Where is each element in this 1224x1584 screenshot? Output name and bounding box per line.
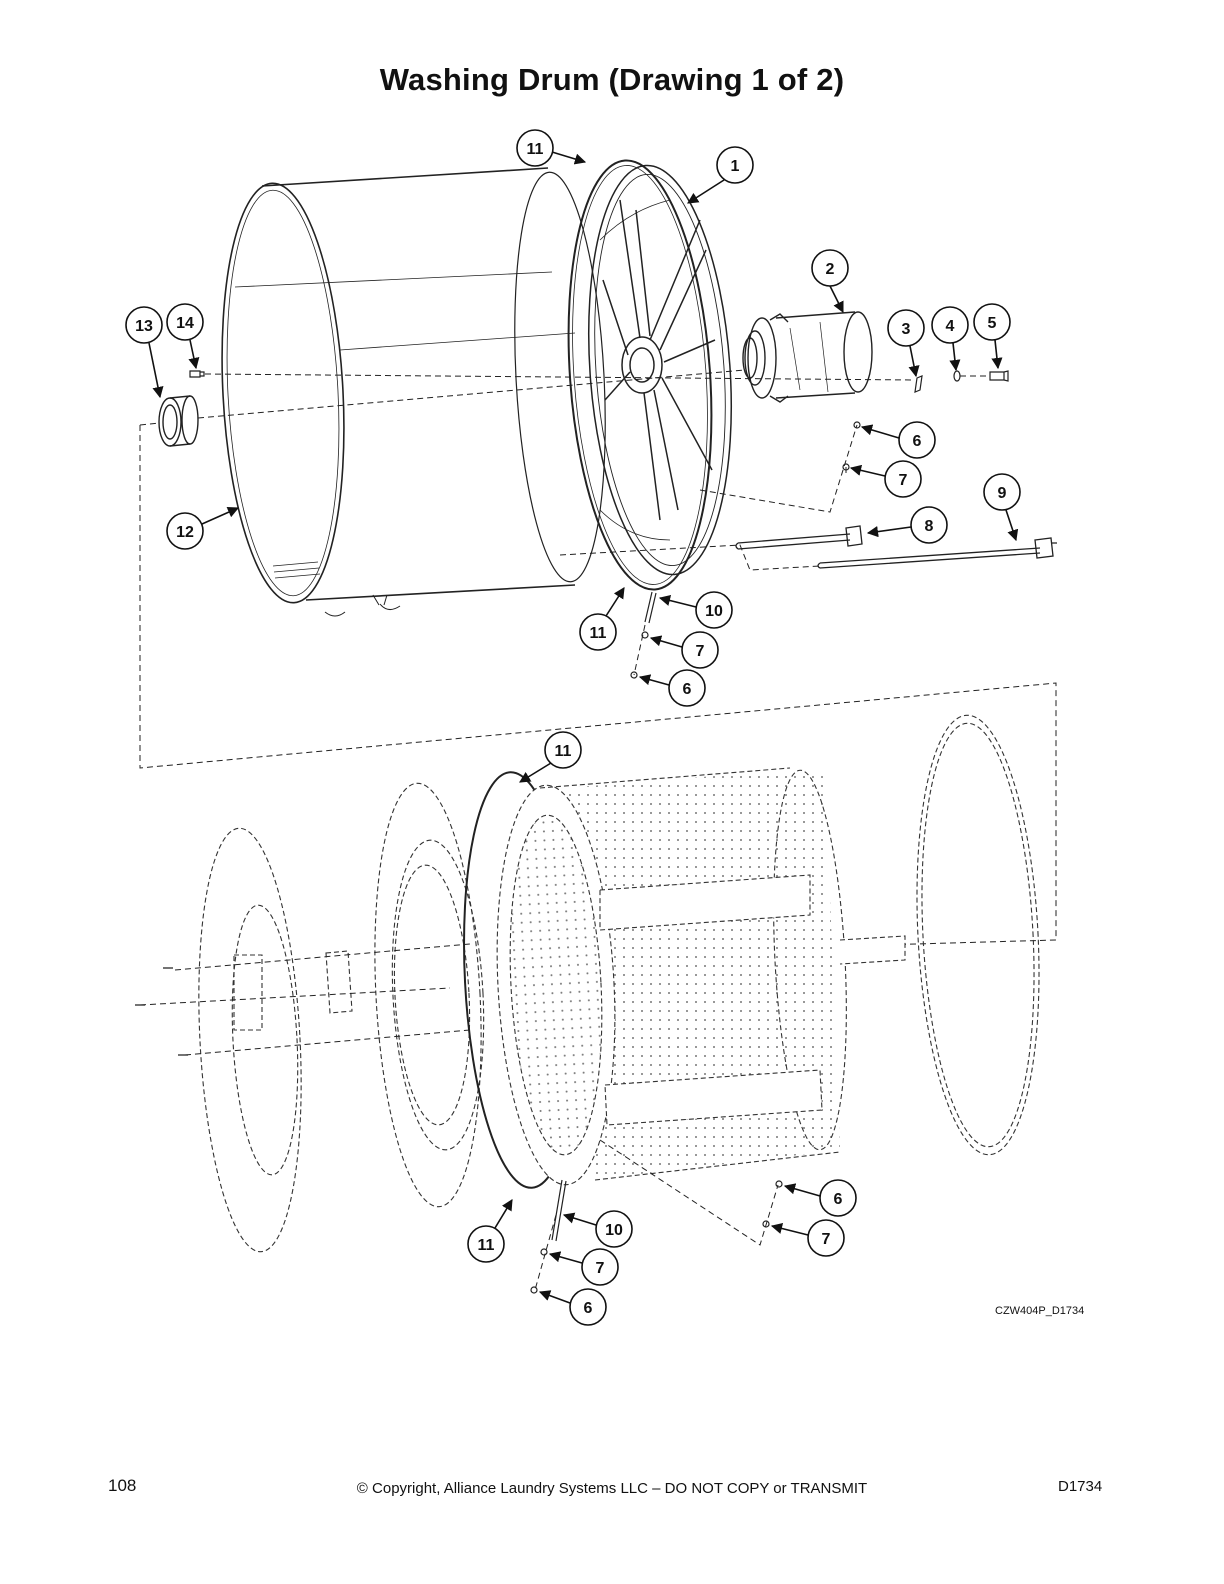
callout-7-d [548, 1248, 619, 1286]
outer-tub-shell [221, 167, 606, 617]
callout-label: 14 [176, 315, 194, 332]
hose-fitting [158, 395, 199, 447]
drawing-code: CZW404P_D1734 [995, 1305, 1085, 1317]
callout-label: 2 [826, 261, 835, 278]
callout-label: 6 [913, 433, 922, 450]
tub-rear-panel [587, 164, 733, 576]
callout-10-b [562, 1210, 633, 1248]
callout-2 [811, 249, 849, 314]
callout-label: 8 [925, 518, 934, 535]
front-cover-plate [198, 827, 353, 1253]
copyright-notice: © Copyright, Alliance Laundry Systems LL… [356, 1480, 868, 1497]
callout-label: 7 [596, 1260, 605, 1277]
callout-14 [166, 303, 204, 370]
callout-label: 11 [555, 743, 572, 760]
tie-rod-upper [644, 591, 657, 624]
perforated-basket [496, 767, 906, 1186]
assembly-lines-lower [139, 943, 779, 1291]
callout-13 [125, 306, 164, 399]
assembly-lines-upper [139, 369, 1057, 946]
callout-1 [687, 146, 754, 204]
callout-label: 10 [705, 603, 723, 620]
basket-rear-ring [916, 714, 1040, 1156]
front-tub-panel [374, 782, 485, 1208]
callout-12 [166, 506, 240, 550]
callout-6-a [860, 421, 936, 459]
callout-label: 9 [998, 485, 1007, 502]
callout-label: 11 [590, 625, 607, 642]
heating-elements [735, 525, 1057, 569]
callout-11-d [467, 1199, 513, 1263]
callout-labels: 11 1 2 13 14 3 4 5 6 7 9 12 8 10 11 7 6 … [135, 141, 1006, 1317]
page-title: Washing Drum (Drawing 1 of 2) [379, 62, 845, 97]
callouts [125, 129, 1021, 1326]
document-code: D1734 [1058, 1478, 1103, 1495]
callout-5 [973, 303, 1011, 370]
callout-label: 6 [834, 1191, 843, 1208]
callout-3 [887, 309, 925, 378]
callout-label: 6 [683, 681, 692, 698]
callout-7-a [849, 460, 922, 498]
callout-7-c [770, 1219, 845, 1257]
callout-6-d [538, 1288, 607, 1326]
gasket-ring-upper [567, 159, 713, 591]
callout-label: 4 [946, 318, 955, 335]
callout-6-b [638, 669, 706, 707]
callout-label: 5 [988, 315, 997, 332]
callout-11-b [579, 587, 625, 651]
callout-10-a [658, 591, 733, 629]
callout-label: 7 [696, 643, 705, 660]
callout-label: 7 [899, 472, 908, 489]
callout-label: 3 [902, 321, 911, 338]
callout-8 [866, 506, 948, 544]
page-number: 108 [108, 1476, 137, 1495]
bearing-housing [742, 311, 873, 403]
callout-label: 7 [822, 1231, 831, 1248]
callout-6-c [783, 1179, 857, 1217]
callout-label: 6 [584, 1300, 593, 1317]
callout-11-a [516, 129, 587, 167]
callout-label: 10 [605, 1222, 623, 1239]
callout-7-b [649, 631, 719, 669]
callout-9 [983, 473, 1021, 542]
callout-label: 1 [731, 158, 740, 175]
callout-label: 11 [478, 1237, 495, 1254]
callout-label: 12 [176, 524, 194, 541]
callout-label: 11 [527, 141, 544, 158]
lower-fasteners [135, 967, 783, 1294]
callout-label: 13 [135, 318, 153, 335]
callout-4 [931, 306, 969, 372]
callout-11-c [519, 731, 582, 783]
